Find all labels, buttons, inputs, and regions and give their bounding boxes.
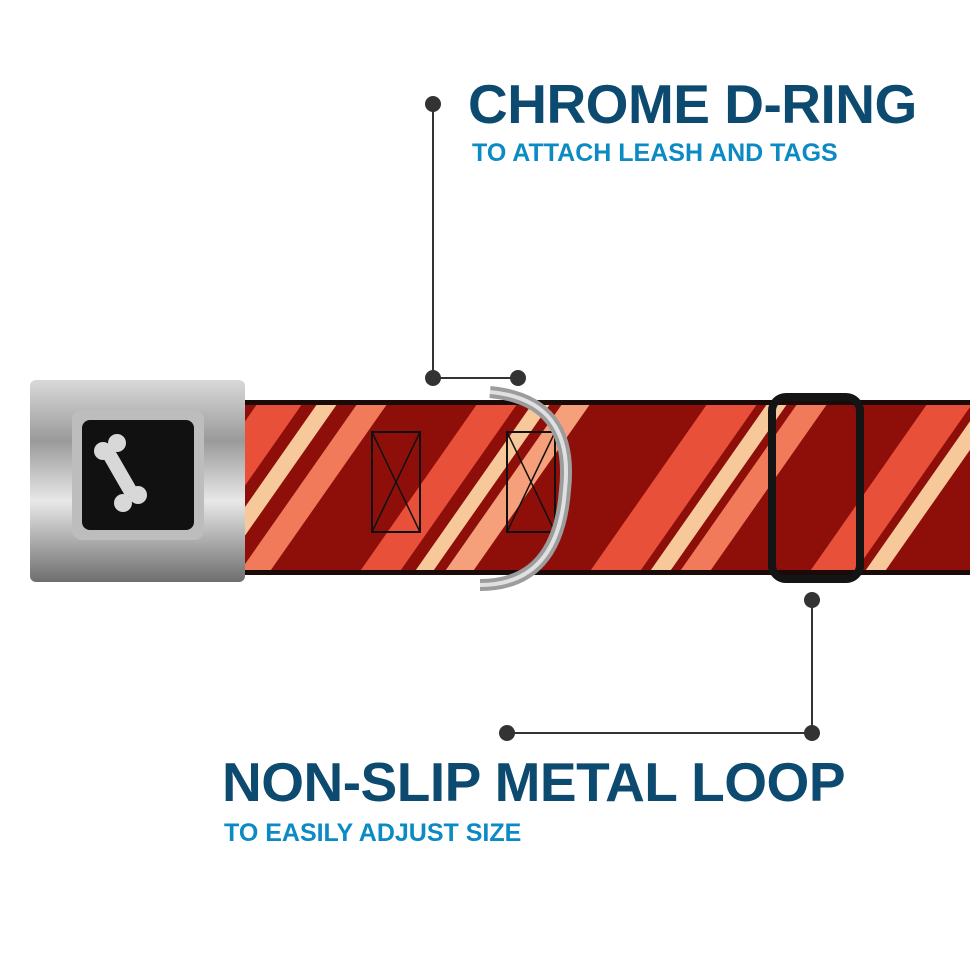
collar-strap xyxy=(240,400,970,575)
leader-line-loop xyxy=(499,592,820,741)
bone-icon xyxy=(94,434,147,512)
metal-loop xyxy=(768,393,864,583)
loop-subtitle: TO EASILY ADJUST SIZE xyxy=(224,819,522,847)
loop-title: NON-SLIP METAL LOOP xyxy=(222,751,846,813)
d-ring-title: CHROME D-RING xyxy=(468,73,917,135)
d-ring xyxy=(479,386,572,591)
d-ring-subtitle: TO ATTACH LEASH AND TAGS xyxy=(472,139,838,167)
buckle xyxy=(30,380,245,582)
leader-line-d-ring xyxy=(425,96,526,386)
